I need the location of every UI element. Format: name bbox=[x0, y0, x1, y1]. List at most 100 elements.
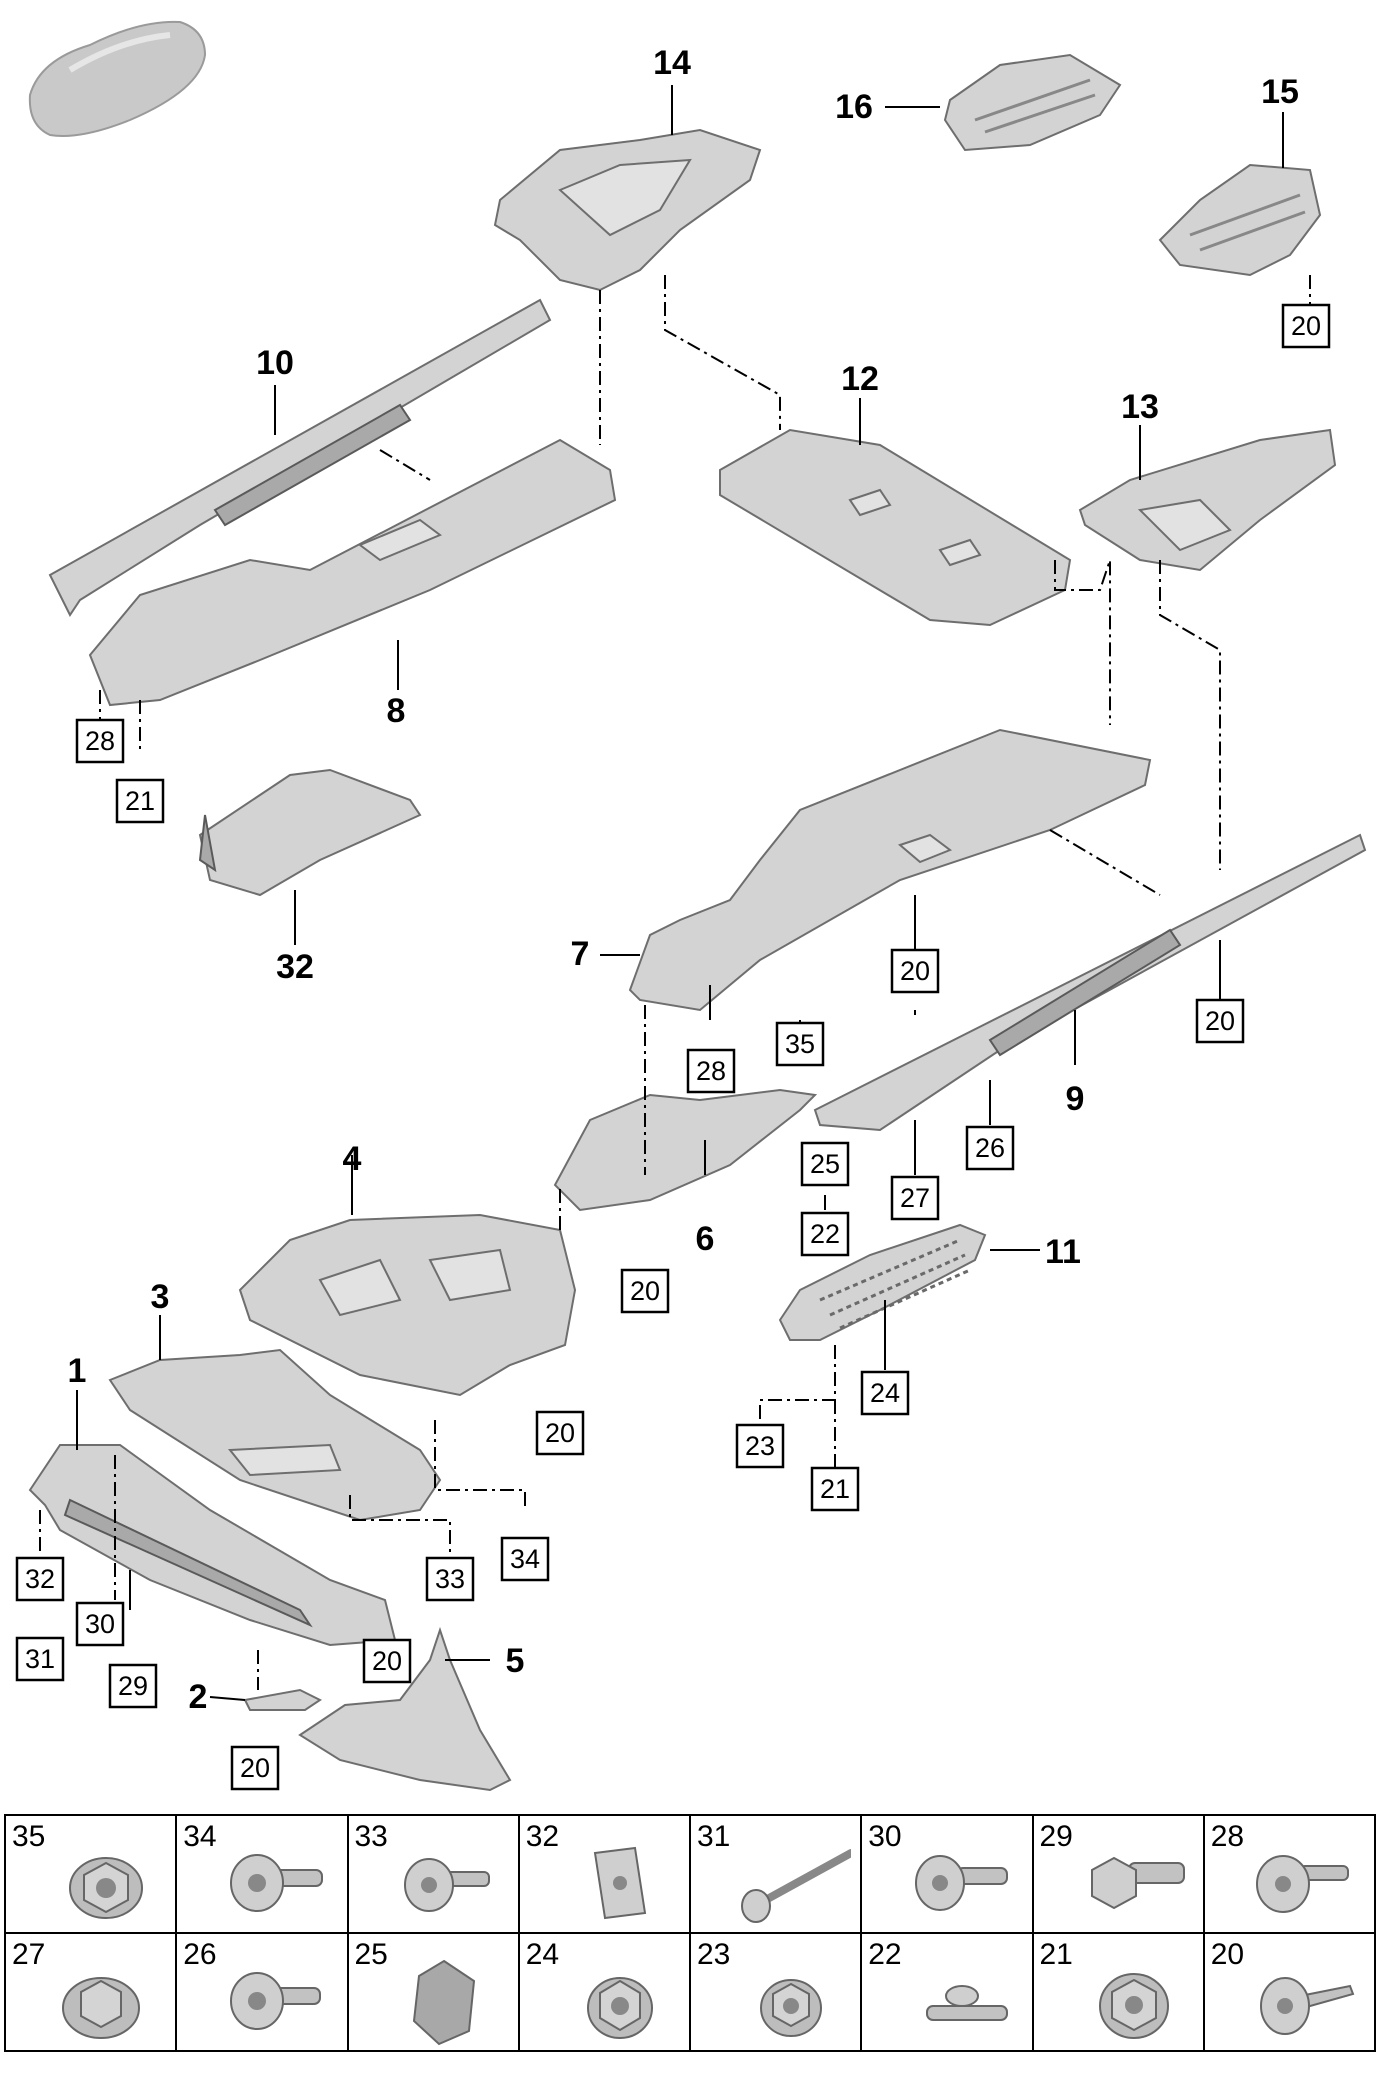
callout-20: 20 bbox=[545, 1418, 575, 1448]
legend-cell: 21 bbox=[1031, 1932, 1205, 2052]
shoulder-bolt-icon bbox=[403, 1858, 490, 1912]
part-10-shape bbox=[48, 298, 552, 617]
part-label-5: 5 bbox=[506, 1642, 525, 1680]
legend-number: 23 bbox=[697, 1938, 731, 1971]
callout-31: 31 bbox=[25, 1644, 55, 1674]
collar-nut-icon bbox=[1098, 1973, 1169, 2039]
legend-cell: 31 bbox=[688, 1814, 863, 1934]
flange-nut-icon bbox=[760, 1979, 822, 2037]
part-label-16: 16 bbox=[835, 88, 873, 126]
car-silhouette-icon bbox=[28, 20, 207, 137]
torx-bolt-icon bbox=[915, 1855, 1009, 1911]
part-8-shape bbox=[88, 438, 617, 707]
collar-nut-icon bbox=[586, 1977, 653, 2039]
part-4-shape bbox=[238, 1213, 577, 1397]
part-label-7: 7 bbox=[571, 935, 590, 973]
part-9-shape bbox=[813, 833, 1367, 1132]
legend-number: 28 bbox=[1210, 1820, 1245, 1853]
legend-cell: 35 bbox=[3, 1814, 178, 1934]
legend-number: 30 bbox=[868, 1820, 902, 1853]
stud-icon bbox=[926, 1985, 1009, 2021]
callout-20: 20 bbox=[1205, 1006, 1235, 1036]
legend-number: 33 bbox=[354, 1820, 388, 1853]
legend-number: 22 bbox=[868, 1938, 902, 1971]
washer-bolt-icon bbox=[1255, 1855, 1349, 1913]
part-15-shape bbox=[1158, 163, 1322, 277]
callout-35: 35 bbox=[785, 1029, 815, 1059]
part-13-shape bbox=[1078, 428, 1337, 572]
legend-cell: 29 bbox=[1031, 1814, 1205, 1934]
flange-bolt-icon bbox=[230, 1972, 322, 2030]
legend-cell: 20 bbox=[1202, 1932, 1377, 2052]
part-6-shape bbox=[553, 1088, 818, 1212]
part-label-14: 14 bbox=[653, 44, 691, 82]
legend-number: 25 bbox=[354, 1938, 388, 1971]
legend-number: 29 bbox=[1039, 1820, 1073, 1853]
flange-bolt-icon bbox=[230, 1854, 324, 1912]
part-32-shape bbox=[198, 768, 422, 897]
callout-20: 20 bbox=[630, 1276, 660, 1306]
legend-cell: 25 bbox=[346, 1932, 520, 2052]
legend-cell: 22 bbox=[860, 1932, 1034, 2052]
part-label-3: 3 bbox=[151, 1278, 170, 1316]
callout-21: 21 bbox=[820, 1474, 850, 1504]
hex-bolt-icon bbox=[1090, 1856, 1185, 1910]
part-label-12: 12 bbox=[841, 360, 879, 398]
part-12-shape bbox=[719, 428, 1072, 627]
part-label-2: 2 bbox=[189, 1678, 208, 1716]
callout-32: 32 bbox=[25, 1564, 55, 1594]
callout-22: 22 bbox=[810, 1219, 840, 1249]
part-3-shape bbox=[108, 1348, 442, 1522]
flange-nut-icon bbox=[69, 1857, 143, 1919]
callout-20: 20 bbox=[1291, 311, 1321, 341]
legend-cell: 23 bbox=[688, 1932, 863, 2052]
exploded-underbody-diagram: 14 16 15 10 12 13 8 32 7 9 4 6 11 3 1 2 … bbox=[15, 20, 1367, 1792]
part-label-11: 11 bbox=[1045, 1233, 1081, 1271]
part-label-15: 15 bbox=[1261, 73, 1299, 111]
part-2-shape bbox=[243, 1688, 322, 1711]
part-14-shape bbox=[493, 128, 762, 292]
hex-pad-icon bbox=[412, 1959, 475, 2046]
callout-29: 29 bbox=[118, 1671, 148, 1701]
legend-number: 35 bbox=[12, 1820, 46, 1853]
part-label-6: 6 bbox=[696, 1220, 715, 1258]
legend-cell: 34 bbox=[175, 1814, 349, 1934]
long-bolt-icon bbox=[741, 1849, 851, 1923]
legend-cell: 27 bbox=[3, 1932, 178, 2052]
fastener-legend-table: 35 34 33 32 31 30 29 28 27 26 25 24 23 2… bbox=[3, 1814, 1377, 2052]
part-16-shape bbox=[943, 53, 1122, 152]
legend-cell: 30 bbox=[860, 1814, 1034, 1934]
legend-row: 35 34 33 32 31 30 29 28 bbox=[3, 1814, 1377, 1934]
callout-34: 34 bbox=[510, 1544, 540, 1574]
legend-cell: 32 bbox=[517, 1814, 692, 1934]
callout-27: 27 bbox=[900, 1183, 930, 1213]
connection-lines bbox=[39, 275, 1311, 1690]
legend-cell: 28 bbox=[1202, 1814, 1377, 1934]
legend-number: 27 bbox=[12, 1938, 46, 1971]
hex-nut-washer-icon bbox=[62, 1977, 140, 2039]
legend-row: 27 26 25 24 23 22 21 20 bbox=[3, 1932, 1377, 2052]
part-label-4: 4 bbox=[343, 1140, 362, 1178]
legend-number: 34 bbox=[183, 1820, 217, 1853]
part-11-shape bbox=[778, 1223, 987, 1341]
callout-20: 20 bbox=[900, 956, 930, 986]
callout-25: 25 bbox=[810, 1149, 840, 1179]
callout-28: 28 bbox=[696, 1056, 726, 1086]
legend-cell: 33 bbox=[346, 1814, 520, 1934]
callout-30: 30 bbox=[85, 1609, 115, 1639]
part-label-10: 10 bbox=[256, 344, 294, 382]
part-label-13: 13 bbox=[1121, 388, 1159, 426]
callout-21: 21 bbox=[125, 786, 155, 816]
legend-number: 32 bbox=[525, 1820, 560, 1853]
legend-number: 21 bbox=[1039, 1938, 1073, 1971]
part-7-shape bbox=[628, 728, 1152, 1012]
callout-33: 33 bbox=[435, 1564, 465, 1594]
clip-nut-icon bbox=[593, 1846, 646, 1920]
legend-number: 26 bbox=[183, 1938, 217, 1971]
callout-20: 20 bbox=[240, 1753, 270, 1783]
part-5-shape bbox=[298, 1626, 512, 1792]
legend-number: 24 bbox=[525, 1938, 560, 1971]
callout-23: 23 bbox=[745, 1431, 775, 1461]
self-tapping-screw-icon bbox=[1259, 1977, 1355, 2035]
part-label-1: 1 bbox=[68, 1352, 87, 1390]
